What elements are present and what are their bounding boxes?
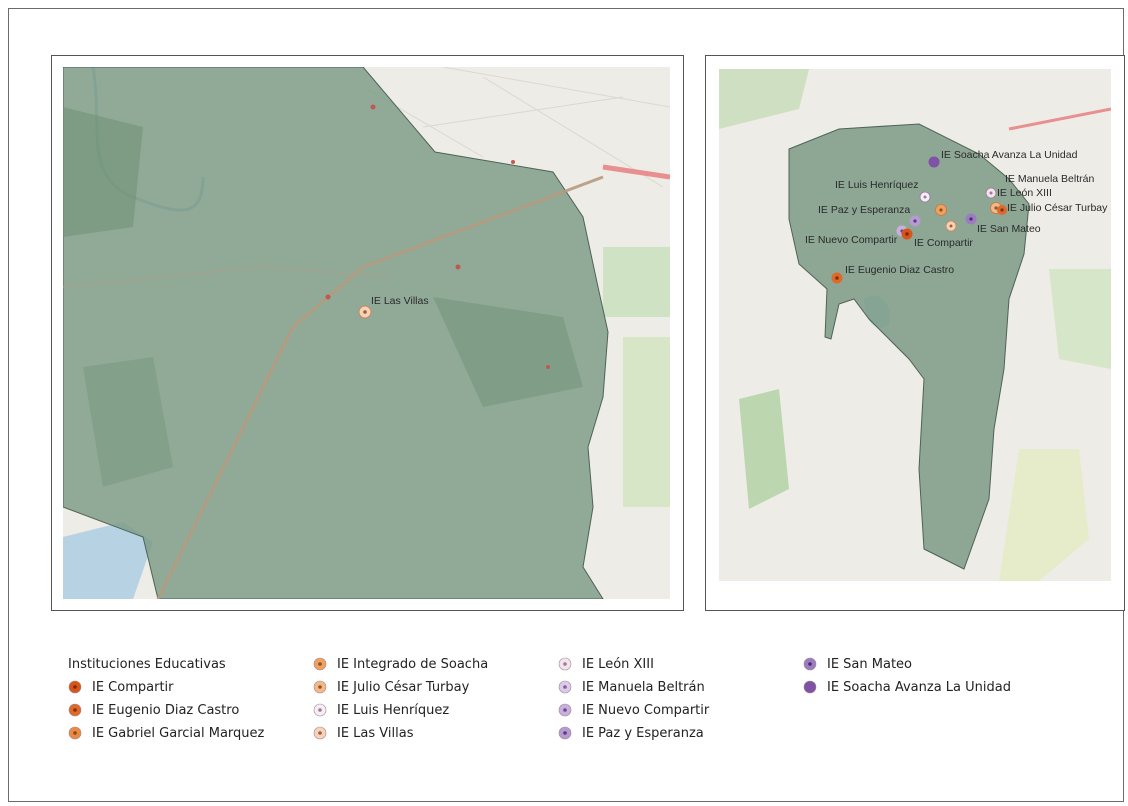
label-manuela-beltran: IE Manuela Beltrán <box>1005 173 1094 185</box>
legend-item-label: IE León XIII <box>582 656 654 672</box>
main-map[interactable]: IE Las Villas <box>63 67 670 599</box>
label-paz-y-esperanza: IE Paz y Esperanza <box>818 204 910 216</box>
label-san-mateo: IE San Mateo <box>977 223 1041 235</box>
legend-item-label: IE Nuevo Compartir <box>582 702 710 718</box>
legend-symbol-icon <box>803 680 817 694</box>
legend-item-label: IE Compartir <box>92 679 174 695</box>
legend-item: IE León XIII <box>558 654 654 674</box>
legend-item: IE Paz y Esperanza <box>558 723 704 743</box>
legend-item-label: IE Soacha Avanza La Unidad <box>827 679 1011 695</box>
legend-item-label: IE Integrado de Soacha <box>337 656 489 672</box>
legend-symbol-icon <box>68 726 82 740</box>
legend-symbol-icon <box>558 726 572 740</box>
legend-item-label: IE Luis Henríquez <box>337 702 450 718</box>
legend-item: IE San Mateo <box>803 654 912 674</box>
legend-symbol-icon <box>68 680 82 694</box>
marker-las-villas[interactable] <box>358 305 372 319</box>
legend-item: IE Nuevo Compartir <box>558 700 709 720</box>
label-eugenio-diaz-castro: IE Eugenio Diaz Castro <box>845 264 954 276</box>
legend-item: IE Manuela Beltrán <box>558 677 705 697</box>
legend-symbol-icon <box>68 703 82 717</box>
legend: Instituciones Educativas IE Compartir IE … <box>68 657 1118 757</box>
legend-symbol-icon <box>558 657 572 671</box>
legend-symbol-icon <box>558 680 572 694</box>
overview-map[interactable]: IE Soacha Avanza La Unidad IE Manuela Be… <box>719 69 1111 581</box>
legend-item: IE Soacha Avanza La Unidad <box>803 677 1011 697</box>
legend-item: IE Gabriel Garcial Marquez <box>68 723 264 743</box>
legend-item-label: IE Julio César Turbay <box>337 679 470 695</box>
label-nuevo-compartir: IE Nuevo Compartir <box>805 234 898 246</box>
legend-item-label: IE Eugenio Diaz Castro <box>92 702 240 718</box>
legend-item-label: IE San Mateo <box>827 656 913 672</box>
label-las-villas: IE Las Villas <box>371 295 429 307</box>
legend-item-label: IE Manuela Beltrán <box>582 679 705 695</box>
legend-symbol-icon <box>803 657 817 671</box>
label-leon-xiii: IE León XIII <box>997 187 1052 199</box>
legend-item-label: IE Las Villas <box>337 725 414 741</box>
legend-item: IE Integrado de Soacha <box>313 654 488 674</box>
legend-item: IE Eugenio Diaz Castro <box>68 700 239 720</box>
main-map-frame: IE Las Villas <box>51 55 684 611</box>
legend-item-label: IE Gabriel Garcial Marquez <box>92 725 265 741</box>
legend-title: Instituciones Educativas <box>68 657 226 672</box>
legend-symbol-icon <box>558 703 572 717</box>
overview-markers <box>831 156 1007 284</box>
legend-symbol-icon <box>313 657 327 671</box>
legend-symbol-icon <box>313 703 327 717</box>
legend-item-label: IE Paz y Esperanza <box>582 725 704 741</box>
label-compartir: IE Compartir <box>914 237 973 249</box>
label-luis-henriquez: IE Luis Henríquez <box>835 179 918 191</box>
legend-item: IE Las Villas <box>313 723 413 743</box>
legend-symbol-icon <box>313 680 327 694</box>
label-julio-cesar-turbay: IE Julio César Turbay <box>1007 202 1108 214</box>
legend-item: IE Luis Henríquez <box>313 700 449 720</box>
label-soacha-avanza: IE Soacha Avanza La Unidad <box>941 149 1078 161</box>
overview-map-frame: IE Soacha Avanza La Unidad IE Manuela Be… <box>705 55 1125 611</box>
legend-symbol-icon <box>313 726 327 740</box>
legend-item: IE Compartir <box>68 677 174 697</box>
legend-item: IE Julio César Turbay <box>313 677 469 697</box>
